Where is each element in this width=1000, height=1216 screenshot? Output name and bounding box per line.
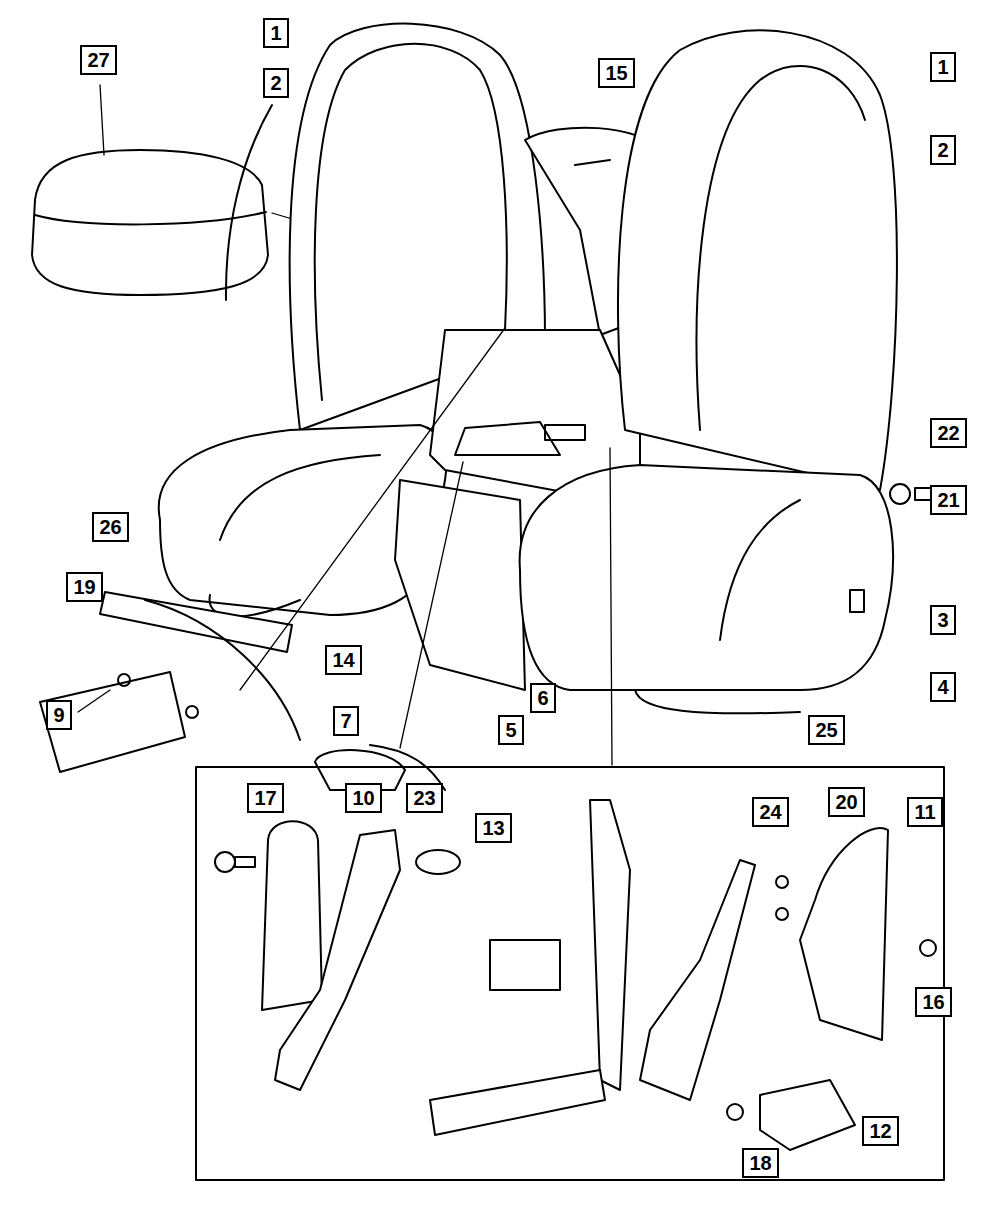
callout-box: 6 — [530, 683, 556, 713]
bolt — [215, 852, 235, 872]
callout-number: 5 — [505, 718, 516, 742]
callout-box: 3 — [930, 605, 956, 635]
leader-line — [240, 328, 505, 690]
callout-number: 2 — [937, 138, 948, 162]
recline-lever — [850, 590, 864, 612]
callout-box: 25 — [808, 715, 845, 745]
callout-box: 24 — [752, 797, 789, 827]
screw — [186, 706, 198, 718]
callout-number: 26 — [99, 515, 121, 539]
callout-box: 21 — [930, 485, 967, 515]
callout-box: 13 — [475, 813, 512, 843]
callout-box: 1 — [930, 52, 956, 82]
trim-piece — [100, 592, 292, 652]
recliner-track — [275, 830, 400, 1090]
armrest-emblem — [575, 160, 610, 165]
cushion-panel — [720, 500, 800, 640]
callout-number: 27 — [87, 48, 109, 72]
bolt — [235, 857, 255, 867]
callout-number: 9 — [53, 703, 64, 727]
callout-box: 15 — [598, 58, 635, 88]
callout-box: 7 — [333, 706, 359, 736]
callout-box: 1 — [263, 18, 289, 48]
callout-box: 26 — [92, 512, 129, 542]
callout-box: 23 — [406, 783, 443, 813]
center-seat — [395, 480, 525, 690]
callout-number: 3 — [937, 608, 948, 632]
screw — [118, 674, 130, 686]
callout-number: 1 — [937, 55, 948, 79]
callout-box: 14 — [325, 645, 362, 675]
leader-line — [100, 85, 104, 155]
screw — [776, 876, 788, 888]
seat-back-panel — [697, 66, 865, 430]
callout-box: 22 — [930, 418, 967, 448]
bolt — [727, 1104, 743, 1120]
callout-number: 25 — [815, 718, 837, 742]
callout-box: 20 — [828, 787, 865, 817]
callout-number: 20 — [835, 790, 857, 814]
callout-box: 19 — [66, 572, 103, 602]
callout-box: 16 — [915, 987, 952, 1017]
callout-number: 12 — [869, 1119, 891, 1143]
seat-cushion — [520, 465, 893, 690]
recliner-cover — [800, 828, 888, 1040]
callout-box: 10 — [345, 783, 382, 813]
callout-number: 18 — [749, 1151, 771, 1175]
callout-number: 14 — [332, 648, 354, 672]
pivot-cover — [262, 821, 322, 1010]
callout-number: 23 — [413, 786, 435, 810]
spacer — [416, 850, 460, 874]
callout-box: 5 — [498, 715, 524, 745]
callout-number: 22 — [937, 421, 959, 445]
seat-back — [618, 30, 897, 490]
callout-box: 12 — [862, 1116, 899, 1146]
callout-number: 21 — [937, 488, 959, 512]
callout-number: 6 — [537, 686, 548, 710]
callout-box: 4 — [930, 672, 956, 702]
callout-number: 24 — [759, 800, 781, 824]
seat-frame — [590, 800, 630, 1090]
recliner-handle — [760, 1080, 855, 1150]
callout-box: 11 — [907, 797, 943, 827]
seat-handle — [635, 690, 800, 713]
screw — [776, 908, 788, 920]
leader-line — [78, 690, 110, 712]
console-switch — [545, 425, 585, 440]
callout-number: 4 — [937, 675, 948, 699]
callout-box: 2 — [263, 68, 289, 98]
callout-box: 9 — [46, 700, 72, 730]
seat-frame — [490, 940, 560, 990]
callout-number: 17 — [254, 786, 276, 810]
callout-number: 11 — [914, 800, 935, 824]
callout-number: 10 — [352, 786, 374, 810]
inset-frame — [196, 767, 944, 1180]
leader-line — [610, 448, 612, 765]
callout-number: 13 — [482, 816, 504, 840]
detail-arc — [226, 105, 272, 300]
leader-line — [400, 462, 463, 748]
callout-number: 7 — [340, 709, 351, 733]
callout-box: 2 — [930, 135, 956, 165]
callout-box: 17 — [247, 783, 284, 813]
seat-frame — [430, 1070, 605, 1135]
bolt — [890, 484, 910, 504]
callout-number: 16 — [922, 990, 944, 1014]
callout-number: 15 — [605, 61, 627, 85]
callout-number: 19 — [73, 575, 95, 599]
callout-number: 1 — [270, 21, 281, 45]
bolt — [920, 940, 936, 956]
recliner-track — [640, 860, 755, 1100]
callout-number: 2 — [270, 71, 281, 95]
cushion-panel — [220, 455, 380, 540]
callout-box: 27 — [80, 45, 117, 75]
trim-panel — [40, 672, 185, 772]
callout-box: 18 — [742, 1148, 779, 1178]
